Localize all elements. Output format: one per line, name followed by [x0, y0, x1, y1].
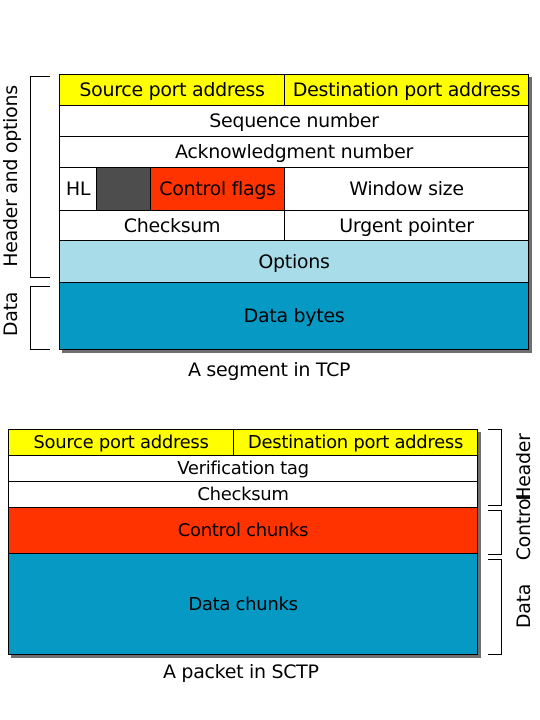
sctp-data-label: Data	[513, 583, 535, 629]
tcp-urgent-pointer-field: Urgent pointer	[284, 210, 529, 241]
sctp-checksum-field: Checksum	[8, 481, 478, 508]
sctp-control-bracket	[488, 510, 502, 555]
tcp-data-bracket	[30, 286, 50, 350]
tcp-data-bytes-field: Data bytes	[59, 282, 529, 350]
sctp-destination-port-field: Destination port address	[233, 429, 478, 456]
tcp-window-size-field: Window size	[284, 167, 529, 211]
tcp-header-bracket	[30, 76, 50, 278]
tcp-caption: A segment in TCP	[188, 359, 351, 381]
tcp-acknowledgment-number-field: Acknowledgment number	[59, 136, 529, 168]
sctp-data-chunks-field: Data chunks	[8, 553, 478, 655]
tcp-destination-port-field: Destination port address	[284, 74, 529, 106]
tcp-header-length-field: HL	[59, 167, 97, 211]
tcp-sequence-number-field: Sequence number	[59, 105, 529, 137]
sctp-header-bracket	[488, 429, 502, 506]
sctp-control-chunks-field: Control chunks	[8, 507, 478, 554]
sctp-data-bracket	[488, 559, 502, 655]
tcp-control-flags-field: Control flags	[150, 167, 285, 211]
tcp-data-label: Data	[0, 291, 22, 337]
sctp-verification-tag-field: Verification tag	[8, 455, 478, 482]
tcp-segment: Source port address Destination port add…	[59, 74, 529, 350]
sctp-packet: Source port address Destination port add…	[8, 429, 478, 655]
tcp-source-port-field: Source port address	[59, 74, 285, 106]
tcp-options-field: Options	[59, 240, 529, 283]
tcp-reserved-field	[96, 167, 151, 211]
sctp-control-label: Control	[513, 493, 535, 561]
sctp-header-label: Header	[513, 433, 535, 501]
sctp-caption: A packet in SCTP	[163, 661, 319, 683]
sctp-source-port-field: Source port address	[8, 429, 234, 456]
tcp-header-and-options-label: Header and options	[0, 85, 22, 267]
tcp-checksum-field: Checksum	[59, 210, 285, 241]
